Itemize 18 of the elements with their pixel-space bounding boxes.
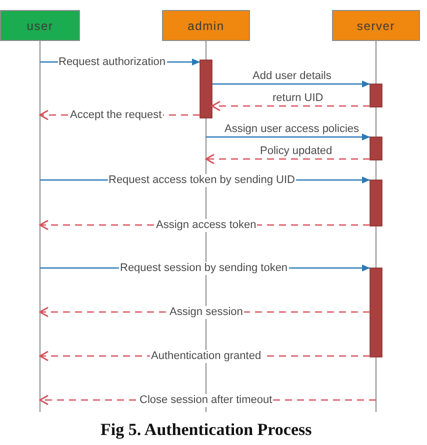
- participant-box: admin: [162, 10, 250, 41]
- edge-label: Close session after timeout: [138, 394, 274, 406]
- edge-label: Policy updated: [259, 145, 334, 158]
- edge-label: Request access token by sending UID: [108, 174, 296, 186]
- dashed-arrow: [211, 100, 370, 112]
- arrow: [212, 80, 370, 88]
- arrow: [206, 134, 370, 140]
- edge-label: Request authorization: [58, 56, 167, 68]
- caption: Fig 5. Authentication Process: [100, 420, 312, 440]
- participant-box: user: [0, 10, 80, 41]
- edge-label: Request session by sending token: [119, 262, 289, 274]
- participant-box: server: [332, 10, 420, 41]
- dashed-arrow: [205, 154, 370, 164]
- edge-label: Assign access token: [155, 218, 258, 232]
- edge-label: Authentication granted: [150, 350, 262, 362]
- edge-label: Assign user access policies: [224, 123, 360, 136]
- edge-label: Assign session: [168, 306, 244, 318]
- edge-label: Accept the request: [69, 108, 163, 122]
